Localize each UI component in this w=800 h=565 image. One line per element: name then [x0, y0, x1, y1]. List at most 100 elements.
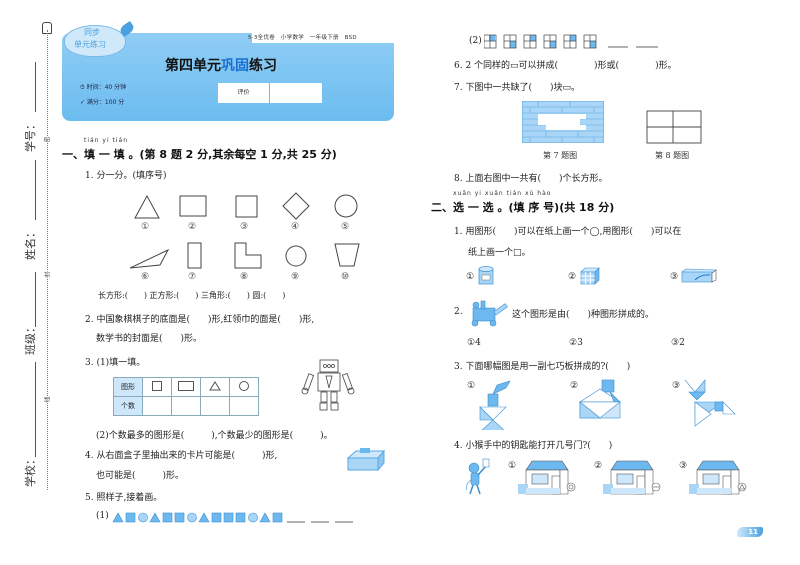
card-box-icon — [346, 448, 386, 472]
cut-line — [47, 30, 48, 490]
name-rule — [35, 160, 36, 220]
square-shape — [235, 195, 258, 218]
house-door-3-icon[interactable] — [689, 460, 747, 498]
option-label[interactable]: ① — [467, 381, 476, 391]
table-header-count: 个数 — [113, 396, 143, 416]
s2-q1-line1[interactable]: 1. 用图形( )可以在纸上画一个◯,用图形( )可以在 — [454, 227, 682, 237]
toothpaste-box-icon — [681, 268, 717, 283]
count-cell[interactable] — [200, 396, 230, 416]
triangle-shape — [134, 194, 160, 219]
seal-char: 线 — [42, 396, 52, 403]
cloud-badge — [64, 25, 126, 57]
q5-text: 5. 照样子,接着画。 — [85, 493, 163, 503]
title-highlight: 巩固 — [221, 58, 249, 74]
school-rule — [35, 362, 36, 457]
evaluation-field[interactable] — [270, 83, 322, 103]
rectangles-figure — [646, 110, 702, 144]
banner-tab — [252, 27, 400, 43]
fig7-caption: 第 7 题图 — [543, 151, 578, 160]
q5-part1-label: (1) — [96, 511, 109, 521]
option[interactable]: ①4 — [467, 338, 481, 348]
series-info: 5·3全优卷 小学数学 一年级下册 BSD — [248, 35, 357, 41]
q4-line1[interactable]: 4. 从右面盒子里抽出来的卡片可能是( )形, — [85, 451, 278, 461]
shapes-figure — [130, 192, 360, 269]
option-label[interactable]: ③ — [670, 272, 679, 282]
cylinder-can-icon — [478, 266, 494, 285]
section1-pinyin: tián yi tián — [84, 137, 129, 144]
seal-char: 密 — [42, 136, 52, 143]
circle-shape — [334, 194, 358, 218]
student-id-label: 学号： — [24, 119, 37, 152]
s2-q3-text[interactable]: 3. 下面哪幅图是用一副七巧板拼成的?( ) — [454, 362, 631, 372]
q5-part2-label: (2) — [469, 36, 482, 46]
section2-pinyin: xuǎn yi xuǎn tián xù hào — [453, 190, 552, 197]
option-label[interactable]: ① — [466, 272, 475, 282]
count-cell[interactable] — [229, 396, 259, 416]
shape-label: ① — [141, 222, 150, 232]
q4-line2[interactable]: 也可能是( )形。 — [96, 471, 185, 481]
unit-header-banner — [62, 27, 400, 121]
q3-text: 3. (1)填一填。 — [85, 358, 146, 368]
name-label: 姓名： — [24, 227, 37, 260]
page-title: 第四单元巩固练习 — [165, 55, 277, 75]
shape-label: ② — [188, 222, 197, 232]
q8-text[interactable]: 8. 上面右图中一共有( )个长方形。 — [454, 174, 608, 184]
q2-line1[interactable]: 2. 中国象棋棋子的底面是( )形,红领巾的面是( )形, — [85, 315, 315, 325]
count-table: 图形 个数 — [113, 377, 259, 416]
rectangle-shape — [179, 195, 207, 217]
tangram-2-figure — [578, 379, 622, 419]
table-square-icon — [142, 377, 172, 397]
q1-text: 1. 分一分。(填序号) — [85, 171, 167, 181]
shape-label: ⑤ — [341, 222, 350, 232]
q6-text[interactable]: 6. 2 个同样的▭可以拼成( )形或( )形。 — [454, 61, 677, 71]
table-triangle-icon — [200, 377, 230, 397]
option[interactable]: ②3 — [569, 338, 583, 348]
pattern-sequence-2 — [484, 34, 658, 49]
s2-q1-line2: 纸上画一个□。 — [468, 248, 531, 258]
option-label[interactable]: ② — [570, 381, 579, 391]
q3-part2[interactable]: (2)个数最多的图形是( ),个数最少的图形是( )。 — [96, 431, 333, 441]
id-rule — [35, 62, 36, 112]
count-cell[interactable] — [142, 396, 172, 416]
q1-answers[interactable]: 长方形:( ) 正方形:( ) 三角形:( ) 圆:( ) — [98, 291, 286, 300]
shape-label: ⑧ — [240, 272, 249, 282]
trapezoid-shape — [334, 243, 360, 267]
cloud-line1: 同步 — [84, 28, 100, 37]
count-cell[interactable] — [171, 396, 201, 416]
s2-q2-text[interactable]: 这个图形是由( )种图形拼成的。 — [512, 310, 655, 320]
robot-figure — [301, 359, 355, 411]
q7-text[interactable]: 7. 下图中一共缺了( )块▭。 — [454, 83, 580, 93]
section1-title: 一、填 一 填 。(第 8 题 2 分,其余每空 1 分,共 25 分) — [62, 148, 337, 161]
shape-label: ⑨ — [291, 272, 300, 282]
table-rectangle-icon — [171, 377, 201, 397]
page-number: 11 — [737, 527, 763, 537]
school-label: 学校： — [24, 454, 37, 487]
shape-label: ④ — [291, 222, 300, 232]
tangram-1-figure — [479, 380, 511, 430]
time-limit: ⏱ 时间：40 分钟 — [80, 84, 127, 91]
title-pre: 第四单元 — [165, 58, 221, 74]
seal-char: 封 — [42, 271, 52, 278]
cloud-line2: 单元练习 — [74, 40, 106, 49]
evaluation-label: 评价 — [218, 83, 270, 103]
option-label[interactable]: ③ — [679, 461, 688, 471]
option-label[interactable]: ② — [568, 272, 577, 282]
section2-title: 二、选 一 选 。(填 序 号)(共 18 分) — [431, 201, 615, 214]
option-label[interactable]: ③ — [672, 381, 681, 391]
L-shape — [234, 242, 262, 269]
house-door-1-icon[interactable] — [518, 460, 576, 498]
option[interactable]: ③2 — [671, 338, 685, 348]
option-label[interactable]: ② — [594, 461, 603, 471]
shape-label: ⑥ — [141, 272, 150, 282]
q2-line2[interactable]: 数学书的封面是( )形。 — [96, 334, 203, 344]
house-door-2-icon[interactable] — [603, 460, 661, 498]
evaluation-box: 评价 — [218, 83, 322, 103]
circle-shape — [285, 245, 307, 267]
brick-wall-figure — [522, 101, 604, 143]
monkey-with-key-icon — [466, 458, 490, 495]
title-post: 练习 — [249, 58, 277, 74]
obtuse-triangle-shape — [130, 248, 170, 269]
cart-figure — [471, 300, 508, 327]
option-label[interactable]: ① — [508, 461, 517, 471]
s2-q4-text[interactable]: 4. 小猴手中的钥匙能打开几号门?( ) — [454, 441, 613, 451]
